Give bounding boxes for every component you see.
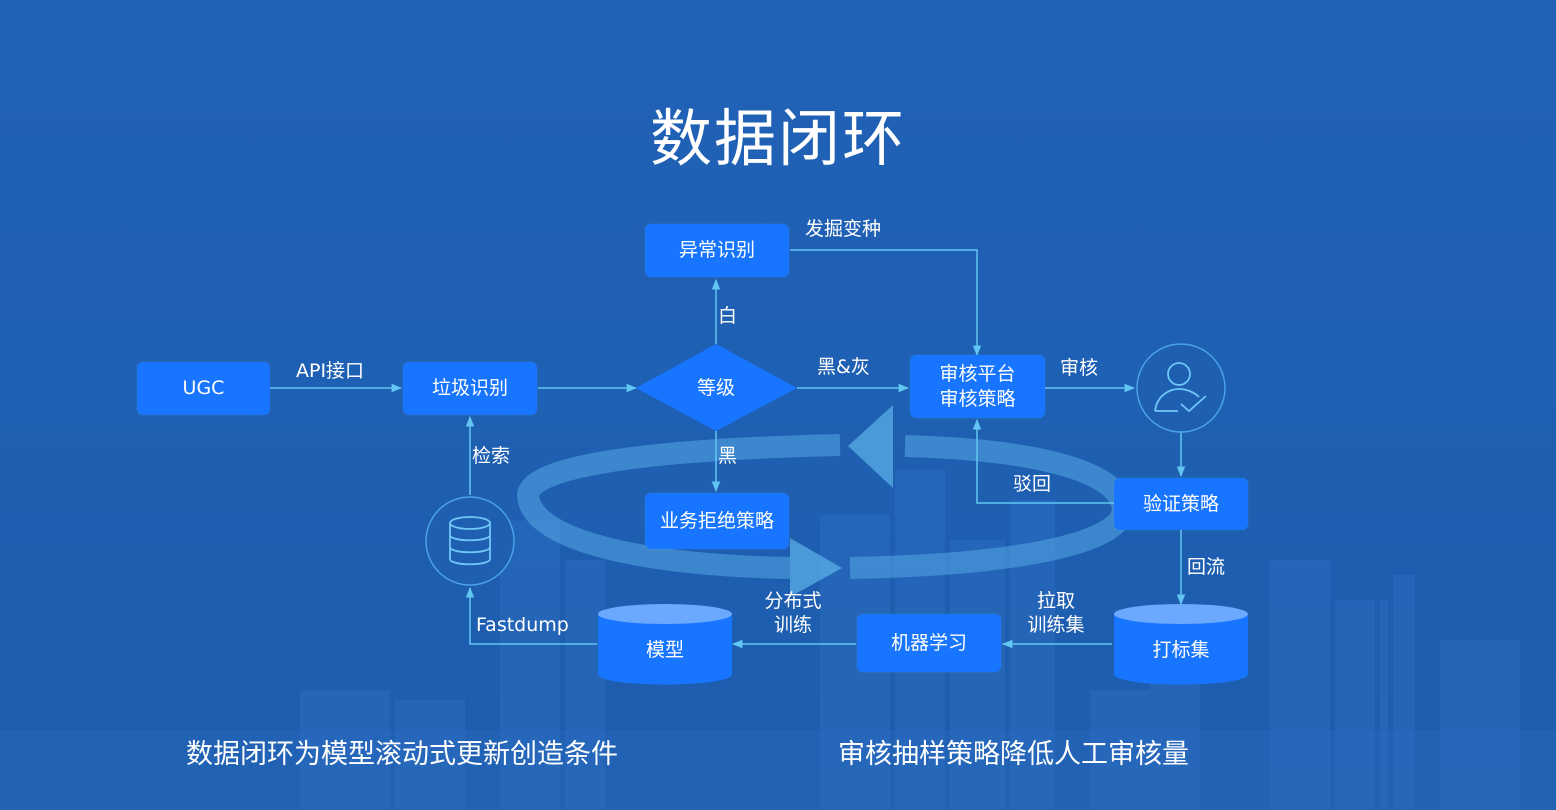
node-ml-label: 机器学习 [890,631,967,654]
label-set-cylinder [1114,604,1248,685]
edge-model-database [465,586,597,645]
label-api: API接口 [296,360,365,382]
node-anomaly[interactable]: 异常识别 [645,224,789,277]
node-spam-detect-label: 垃圾识别 [431,377,508,399]
node-grade-label: 等级 [696,377,735,399]
node-review-platform-line1: 审核平台 [939,362,1016,385]
label-backflow: 回流 [1187,556,1226,578]
grade-diamond [636,344,797,431]
node-anomaly-label: 异常识别 [678,239,755,261]
edge-verify-review [972,418,1114,504]
node-review-platform-line2: 审核策略 [939,387,1016,410]
label-white: 白 [718,305,738,327]
label-black-gray: 黑&灰 [817,356,870,378]
node-biz-reject[interactable]: 业务拒绝策略 [645,493,789,549]
node-label-set-label: 打标集 [1152,639,1210,661]
label-mine-variants: 发掘变种 [805,218,882,240]
cycle-arrow-ring [516,405,1135,597]
caption-left: 数据闭环为模型滚动式更新创造条件 [186,739,618,770]
reviewer-check-icon [1136,343,1226,433]
page-title: 数据闭环 [649,102,906,175]
label-dist-train-line2: 训练 [773,614,812,636]
label-pull-train: 拉取 训练集 [1026,589,1086,637]
caption-right: 审核抽样策略降低人工审核量 [838,739,1189,770]
node-review-platform[interactable]: 审核平台 审核策略 [910,355,1045,418]
label-pull-train-line1: 拉取 [1036,590,1075,612]
node-model-label: 模型 [645,639,684,661]
node-ml[interactable]: 机器学习 [857,614,1001,672]
label-pull-train-line2: 训练集 [1027,614,1085,636]
node-verify-strategy-label: 验证策略 [1142,492,1219,515]
edge-anomaly-review [790,249,982,357]
label-review: 审核 [1060,357,1099,379]
node-ugc[interactable]: UGC [137,362,270,415]
node-ugc-label: UGC [182,377,225,399]
label-fastdump: Fastdump [476,614,569,636]
node-biz-reject-label: 业务拒绝策略 [659,509,774,532]
label-search: 检索 [472,445,511,467]
label-reject-back: 驳回 [1013,473,1052,495]
model-cylinder [598,604,732,685]
label-dist-train: 分布式 训练 [762,589,824,637]
node-spam-detect[interactable]: 垃圾识别 [403,362,537,415]
label-black: 黑 [718,445,738,467]
node-verify-strategy[interactable]: 验证策略 [1114,478,1248,530]
database-icon [425,496,515,586]
label-dist-train-line1: 分布式 [764,590,822,612]
